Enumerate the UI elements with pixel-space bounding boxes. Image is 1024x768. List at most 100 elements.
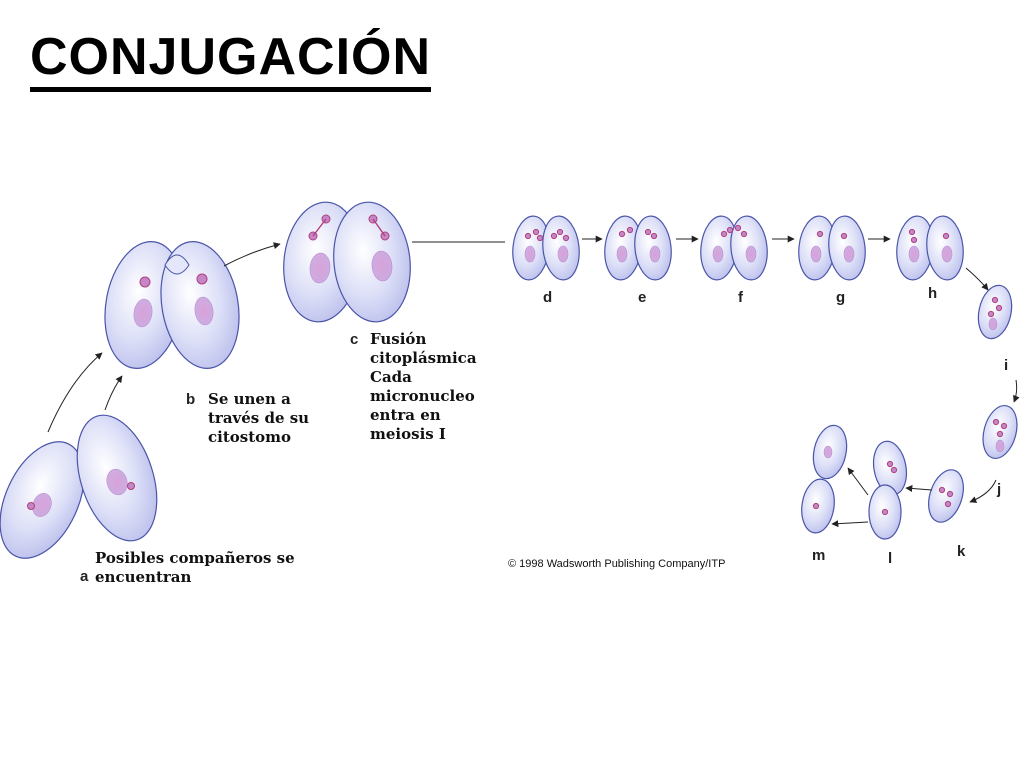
micronucleus [127,482,135,490]
micronucleus [562,234,570,242]
stage-g-cells [798,215,866,281]
stage-i-cell [977,284,1013,340]
micronucleus [524,232,532,240]
micronucleus [910,236,918,244]
stage-b-cells [104,241,240,369]
macronucleus [941,245,953,263]
stage-label-k: k [957,543,966,560]
stage-k-cell [928,469,964,523]
micronucleus [626,226,634,234]
stage-c-cells [283,201,411,323]
micronucleus [550,232,558,240]
macronucleus [712,245,724,263]
micronucleus [995,304,1003,312]
stage-m2-cell [801,478,835,534]
macronucleus [823,445,833,459]
micronucleus [1000,422,1008,430]
caption-c: Fusión citoplásmica Cada micronucleo ent… [370,330,482,443]
cell [928,469,964,523]
micronucleus [740,230,748,238]
macronucleus [524,245,536,263]
macronucleus [995,439,1005,453]
spindle [372,218,386,237]
stage-label-b: b [186,391,195,408]
macronucleus [988,317,998,331]
stage-l-cell [868,484,902,540]
stage-f-cells [700,215,768,281]
micronucleus [996,430,1004,438]
stage-label-c: c [350,331,358,348]
stage-label-g: g [836,289,845,306]
micronucleus [938,486,946,494]
arrow-h-i [965,267,989,291]
micronucleus [650,232,658,240]
macronucleus [810,245,822,263]
micronucleus [196,273,208,285]
micronucleus [139,276,151,288]
micronucleus [944,500,952,508]
page-title: CONJUGACIÓN [30,30,432,92]
macronucleus [32,493,52,517]
macronucleus [745,245,757,263]
caption-b: Se unen a través de su citostomo [208,390,314,446]
stage-label-d: d [543,289,552,306]
macronucleus [616,245,628,263]
stage-e-cells [604,215,672,281]
macronucleus [557,245,569,263]
micronucleus [987,310,995,318]
arrow-l-m [847,467,869,496]
stage-label-i: i [1004,357,1008,374]
cell [977,284,1013,340]
arrow-b-c [223,242,281,267]
stage-d-cells [512,215,580,281]
arrow-l-m2 [831,520,869,528]
micronucleus [720,230,728,238]
stage-label-a: a [80,568,89,585]
stage-label-j: j [996,481,1001,498]
stage-label-l: l [888,550,892,567]
micronucleus [816,230,824,238]
macronucleus [843,245,855,263]
micronucleus [644,228,652,236]
micronucleus [992,418,1000,426]
spindle [312,218,327,237]
cytostome-junction [164,254,190,275]
micronucleus [991,296,999,304]
copyright-notice: © 1998 Wadsworth Publishing Company/ITP [508,558,725,570]
stage-label-m: m [812,547,825,564]
stage-j-cell [982,404,1018,460]
micronucleus [618,230,626,238]
macronucleus [649,245,661,263]
arrow-i-j [1013,379,1020,403]
micronucleus [536,234,544,242]
arrow-k-l [905,484,933,492]
macronucleus [309,252,331,284]
micronucleus [532,228,540,236]
micronucleus [886,460,894,468]
macronucleus [908,245,920,263]
stage-label-e: e [638,289,646,306]
macronucleus [133,298,153,328]
stage-m-cell [812,424,848,480]
stage-label-f: f [738,289,744,306]
arrow-j-k [969,479,997,503]
micronucleus [890,466,898,474]
micronucleus [812,502,820,510]
micronucleus [908,228,916,236]
micronucleus [881,508,889,516]
micronucleus [946,490,954,498]
micronucleus [840,232,848,240]
micronucleus [556,228,564,236]
caption-a: Posibles compañeros se encuentran [95,549,300,586]
micronucleus [27,502,35,510]
macronucleus [106,468,128,496]
stage-a-cells [0,414,158,559]
arrow-a-b2 [104,375,123,411]
stage-h-cells [896,215,964,281]
macronucleus [194,296,214,326]
macronucleus [371,250,393,282]
arrow-a-b [47,352,103,433]
micronucleus [734,224,742,232]
micronucleus [942,232,950,240]
